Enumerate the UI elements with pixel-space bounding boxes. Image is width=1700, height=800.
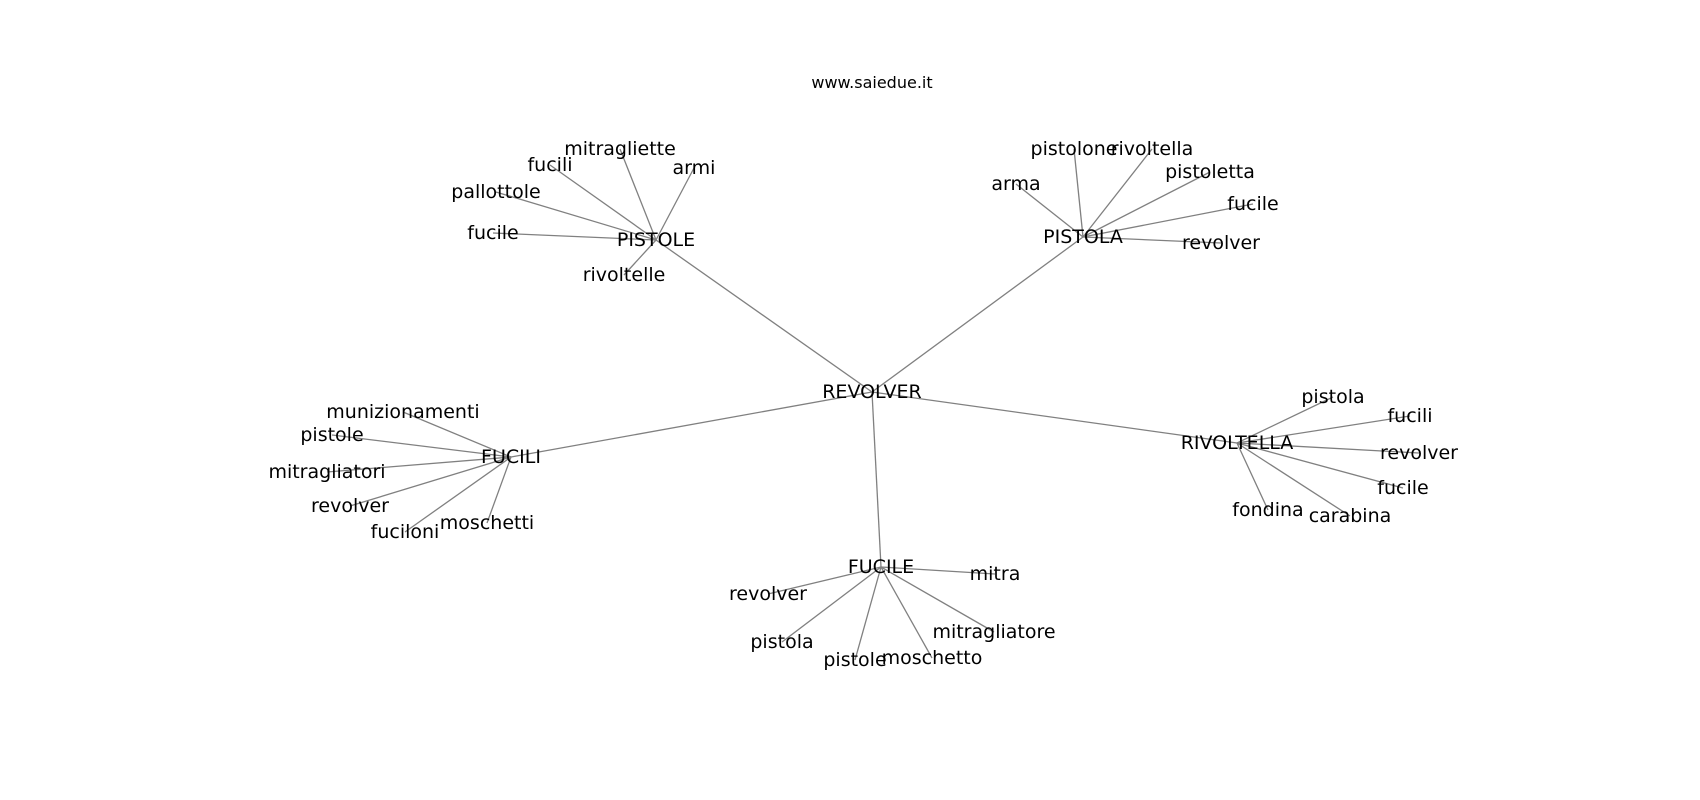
hub-fucili-child-label: munizionamenti: [326, 401, 479, 423]
edge-hub-fucile-child-5: [880, 566, 933, 659]
hub-fucili-child-label: moschetti: [440, 512, 534, 534]
edge-hub-fucile-child-4: [854, 566, 882, 661]
hub-fucili-child-label: fuciloni: [371, 521, 440, 543]
hub-rivoltella-child-label: fucili: [1387, 405, 1432, 427]
hub-rivoltella-child-label: carabina: [1309, 505, 1392, 527]
center-node-label: REVOLVER: [822, 381, 922, 403]
hub-fucili-child-label: mitragliatori: [268, 461, 385, 483]
hub-pistola-child-label: fucile: [1227, 193, 1278, 215]
hub-pistole-child-label: fucili: [527, 154, 572, 176]
hub-rivoltella-label: RIVOLTELLA: [1181, 432, 1294, 454]
hub-pistole-child-label: fucile: [467, 222, 518, 244]
edge-hub-pistola-child-3: [1082, 171, 1211, 238]
hub-pistola-child-label: pistoletta: [1165, 161, 1255, 183]
hub-rivoltella-child-label: fondina: [1232, 499, 1303, 521]
hub-pistole-child-label: pallottole: [451, 181, 540, 203]
hub-fucili-child-label: pistole: [300, 424, 363, 446]
site-title: www.saiedue.it: [811, 73, 932, 92]
edge-hub-pistole-child-4: [492, 232, 657, 241]
hub-pistole-label: PISTOLE: [617, 229, 695, 251]
edge-hub-rivoltella-child-0: [1236, 396, 1334, 444]
edge-hub-pistole-child-3: [495, 191, 657, 241]
edge-hub-pistole-child-5: [623, 239, 657, 276]
hub-rivoltella-child-label: fucile: [1377, 477, 1428, 499]
hub-fucili-label: FUCILI: [481, 446, 541, 468]
edge-hub-fucile-child-1: [767, 566, 882, 595]
edge-hub-pistole-child-2: [655, 167, 695, 241]
edge-hub-fucili-child-3: [349, 456, 512, 507]
edge-center-hub-rivoltella: [871, 391, 1238, 444]
edge-hub-pistole-child-0: [619, 148, 657, 241]
edge-center-hub-pistole: [655, 239, 873, 393]
hub-pistole-child-label: armi: [673, 157, 716, 179]
edge-hub-fucili-child-5: [486, 456, 512, 524]
edge-center-hub-fucile: [871, 391, 882, 568]
edge-hub-rivoltella-child-2: [1236, 442, 1420, 454]
edges-layer: [326, 148, 1420, 661]
hub-pistole-child-label: rivoltelle: [583, 264, 666, 286]
hub-fucile-child-label: mitragliatore: [932, 621, 1055, 643]
edge-hub-rivoltella-child-1: [1236, 415, 1411, 444]
hub-rivoltella-child-label: revolver: [1380, 442, 1458, 464]
hub-fucile-child-label: moschetto: [882, 647, 983, 669]
edge-hub-pistole-child-1: [549, 164, 657, 241]
edge-hub-fucili-child-0: [402, 411, 512, 458]
hub-fucile-child-label: pistola: [750, 631, 813, 653]
hub-pistola-child-label: revolver: [1182, 232, 1260, 254]
hub-fucile-child-label: pistole: [823, 649, 886, 671]
edge-hub-fucile-child-0: [880, 566, 996, 575]
hub-pistola-child-label: rivoltella: [1111, 138, 1194, 160]
edge-hub-pistola-child-2: [1015, 183, 1084, 238]
hub-fucile-child-label: revolver: [729, 583, 807, 605]
edge-hub-rivoltella-child-3: [1236, 442, 1404, 489]
hub-pistola-label: PISTOLA: [1043, 226, 1123, 248]
hub-pistole-child-label: mitragliette: [564, 138, 676, 160]
edge-hub-fucili-child-1: [331, 434, 512, 458]
edge-hub-pistola-child-0: [1073, 148, 1084, 238]
hub-rivoltella-child-label: pistola: [1301, 386, 1364, 408]
edge-hub-pistola-child-1: [1082, 148, 1153, 238]
edge-hub-fucile-child-2: [880, 566, 995, 633]
edge-hub-fucili-child-4: [404, 456, 512, 533]
edge-center-hub-fucili: [510, 391, 873, 458]
hub-pistola-child-label: arma: [991, 173, 1040, 195]
edge-hub-fucile-child-3: [781, 566, 882, 643]
hub-fucili-child-label: revolver: [311, 495, 389, 517]
edge-hub-pistola-child-5: [1082, 236, 1222, 244]
edge-hub-rivoltella-child-4: [1236, 442, 1269, 511]
hub-pistola-child-label: pistolone: [1031, 138, 1118, 160]
hub-fucile-label: FUCILE: [848, 556, 914, 578]
hub-fucile-child-label: mitra: [970, 563, 1021, 585]
edge-hub-pistola-child-4: [1082, 203, 1254, 238]
edge-hub-rivoltella-child-5: [1236, 442, 1351, 517]
edge-center-hub-pistola: [871, 236, 1084, 393]
edge-hub-fucili-child-2: [326, 456, 512, 473]
